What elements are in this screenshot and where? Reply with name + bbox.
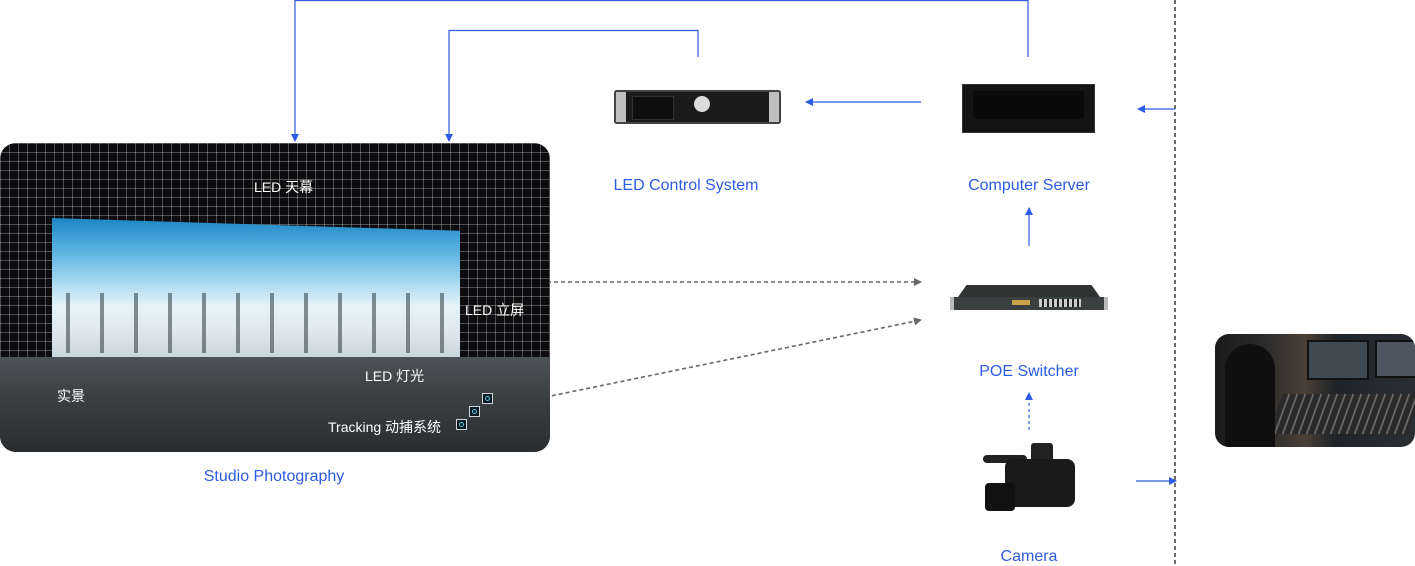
studio-image: LED 天幕 LED 立屏 LED 灯光 实景 Tracking 动捕系统 — [0, 143, 550, 452]
studio-floor — [0, 357, 550, 452]
edge-ledcontrol-studio — [445, 29, 699, 142]
led-wall-text: LED 立屏 — [465, 302, 525, 318]
led-ceiling-text: LED 天幕 — [254, 179, 314, 195]
led-control-label: LED Control System — [613, 177, 759, 194]
tracker-icon — [469, 406, 480, 417]
server-label: Computer Server — [968, 177, 1090, 194]
editing-suite-image — [1215, 334, 1415, 447]
edge-tracking-switcher — [496, 317, 922, 408]
real-set-text: 实景 — [57, 388, 85, 404]
scene-trees — [52, 293, 460, 353]
studio-label: Studio Photography — [203, 468, 345, 485]
tracking-text: Tracking 动捕系统 — [328, 419, 442, 435]
camera-device-icon — [983, 441, 1076, 521]
tracker-icon — [482, 393, 493, 404]
led-lighting-text: LED 灯光 — [365, 368, 425, 384]
switcher-label: POE Switcher — [979, 363, 1079, 380]
camera-label: Camera — [1000, 548, 1058, 565]
poe-switcher-device-icon — [950, 285, 1108, 311]
edge-server-studio — [291, 0, 1029, 142]
led-control-device-icon — [614, 90, 781, 124]
server-device-icon — [962, 84, 1095, 133]
tracker-icon — [456, 419, 467, 430]
